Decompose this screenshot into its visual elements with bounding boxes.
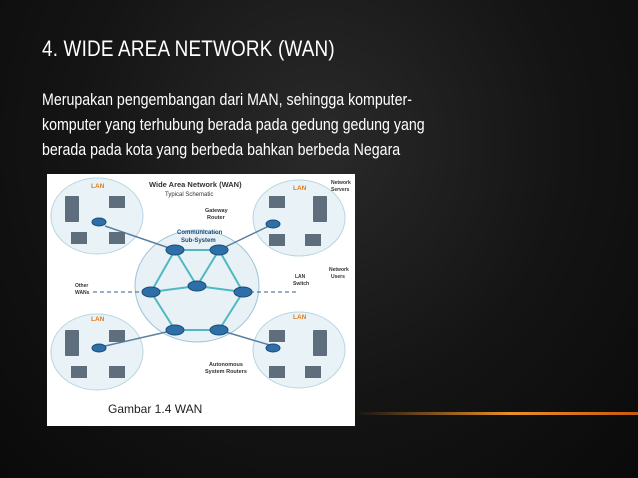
other-wans-label-1: Other: [75, 283, 88, 289]
autonomous-label-2: System Routers: [205, 369, 247, 375]
lan-uplinks: [104, 223, 274, 347]
lan-router-tl: [91, 217, 107, 227]
network-servers-label-2: Servers: [331, 187, 350, 193]
router-4: [187, 280, 207, 292]
lan-label-tl: LAN: [91, 183, 105, 190]
router-3: [141, 286, 161, 298]
monitor-icon: [305, 234, 321, 246]
lan-router-br: [265, 343, 281, 353]
figure-caption: Gambar 1.4 WAN: [108, 402, 203, 416]
comm-subsystem-label-2: Sub-System: [181, 238, 216, 244]
monitor-icon: [269, 234, 285, 246]
slide-body-text: Merupakan pengembangan dari MAN, sehingg…: [42, 88, 524, 163]
router-7: [209, 324, 229, 336]
monitor-icon: [269, 330, 285, 342]
accent-line: [355, 412, 638, 415]
lan-label-bl: LAN: [91, 316, 105, 323]
network-users-label-2: Users: [331, 274, 345, 280]
lan-switch-label-1: LAN: [295, 274, 306, 280]
network-users-label-1: Network: [329, 267, 349, 273]
figure-title: Wide Area Network (WAN): [149, 180, 242, 189]
gateway-router-label-1: Gateway: [205, 208, 229, 214]
body-line-3: berada pada kota yang berbeda bahkan ber…: [42, 141, 401, 159]
comm-subsystem-label-1: Communication: [177, 230, 223, 236]
server-icon: [65, 330, 79, 356]
lan-devices-top-right: [269, 196, 327, 246]
lan-devices-bottom-right: [269, 330, 327, 378]
other-wans-label-2: WANs: [75, 290, 90, 296]
server-icon: [313, 196, 327, 222]
routers: [91, 217, 281, 353]
figure-subtitle: Typical Schematic: [165, 192, 213, 198]
wan-diagram-figure: Wide Area Network (WAN) Typical Schemati…: [47, 174, 355, 426]
wan-diagram: Wide Area Network (WAN) Typical Schemati…: [50, 177, 351, 391]
lan-devices-top-left: [65, 196, 125, 244]
monitor-icon: [109, 330, 125, 342]
monitor-icon: [109, 366, 125, 378]
server-icon: [313, 330, 327, 356]
monitor-icon: [109, 232, 125, 244]
router-6: [165, 324, 185, 336]
monitor-icon: [109, 196, 125, 208]
gateway-router-label-2: Router: [207, 215, 226, 221]
lan-router-tr: [265, 219, 281, 229]
slide-title: 4. WIDE AREA NETWORK (WAN): [42, 36, 335, 61]
body-line-1: Merupakan pengembangan dari MAN, sehingg…: [42, 91, 412, 109]
monitor-icon: [269, 196, 285, 208]
router-5: [233, 286, 253, 298]
router-2: [209, 244, 229, 256]
router-1: [165, 244, 185, 256]
lan-label-br: LAN: [293, 314, 307, 321]
lan-switch-label-2: Switch: [293, 281, 309, 287]
body-line-2: komputer yang terhubung berada pada gedu…: [42, 116, 425, 134]
monitor-icon: [305, 366, 321, 378]
lan-label-tr: LAN: [293, 185, 307, 192]
lan-devices-bottom-left: [65, 330, 125, 378]
autonomous-label-1: Autonomous: [209, 362, 243, 368]
monitor-icon: [269, 366, 285, 378]
server-icon: [65, 196, 79, 222]
network-servers-label-1: Network: [331, 180, 351, 186]
lan-router-bl: [91, 343, 107, 353]
monitor-icon: [71, 232, 87, 244]
monitor-icon: [71, 366, 87, 378]
